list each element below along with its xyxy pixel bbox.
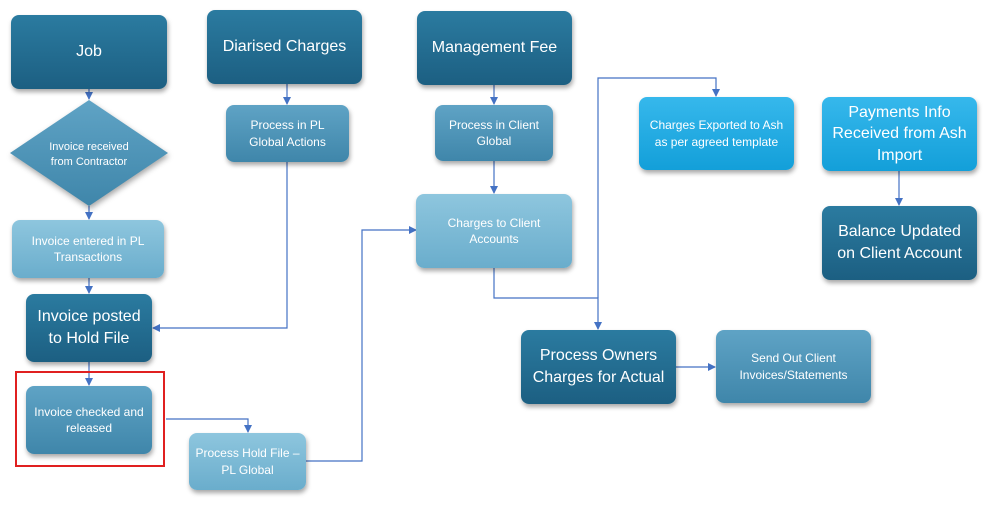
node-invoice-entered: Invoice entered in PL Transactions xyxy=(12,220,164,278)
node-process-owners-charges: Process Owners Charges for Actual xyxy=(521,330,676,404)
node-diarised-charges-label: Diarised Charges xyxy=(222,38,347,56)
node-diarised-charges: Diarised Charges xyxy=(207,10,362,84)
node-invoice-posted-label: Invoice posted to Hold File xyxy=(37,308,141,347)
node-payments-info-label: Payments Info Received from Ash Import xyxy=(832,103,967,164)
arrow-hold-file-to-client-accounts xyxy=(306,226,417,462)
node-job: Job xyxy=(11,15,167,89)
node-charges-to-client-accounts: Charges to Client Accounts xyxy=(416,194,572,268)
highlight-rectangle xyxy=(15,371,165,467)
node-charges-exported: Charges Exported to Ash as per agreed te… xyxy=(639,97,794,170)
node-process-pl-global-actions: Process in PL Global Actions xyxy=(226,105,349,162)
node-invoice-received-label: Invoice received from Contractor xyxy=(49,141,129,168)
node-job-label: Job xyxy=(76,43,102,61)
node-process-client-global-label: Process in Client Global xyxy=(448,117,540,148)
node-send-out-invoices: Send Out Client Invoices/Statements xyxy=(716,330,871,403)
arrow-pl-global-to-posted xyxy=(152,162,288,332)
node-invoice-checked-label: Invoice checked and released xyxy=(34,404,144,435)
node-process-owners-charges-label: Process Owners Charges for Actual xyxy=(532,347,665,386)
node-process-client-global: Process in Client Global xyxy=(435,105,553,161)
node-balance-updated-label: Balance Updated on Client Account xyxy=(837,223,962,262)
node-charges-exported-label: Charges Exported to Ash as per agreed te… xyxy=(649,118,784,149)
node-process-hold-file-label: Process Hold File – PL Global xyxy=(195,446,300,477)
node-payments-info: Payments Info Received from Ash Import xyxy=(822,97,977,171)
arrow-checked-to-hold-file xyxy=(166,418,252,433)
node-process-hold-file: Process Hold File – PL Global xyxy=(189,433,306,490)
node-management-fee: Management Fee xyxy=(417,11,572,85)
node-balance-updated: Balance Updated on Client Account xyxy=(822,206,977,280)
node-management-fee-label: Management Fee xyxy=(431,39,558,57)
node-charges-to-client-accounts-label: Charges to Client Accounts xyxy=(447,215,541,246)
decision-diamond xyxy=(10,100,168,206)
node-invoice-received: Invoice received from Contractor xyxy=(39,122,139,188)
arrow-to-charges-exported xyxy=(597,77,720,298)
node-process-pl-global-actions-label: Process in PL Global Actions xyxy=(249,118,326,149)
node-send-out-invoices-label: Send Out Client Invoices/Statements xyxy=(739,351,848,382)
node-invoice-posted: Invoice posted to Hold File xyxy=(26,294,152,362)
node-invoice-entered-label: Invoice entered in PL Transactions xyxy=(31,233,145,264)
arrow-accounts-to-owners xyxy=(493,268,602,330)
node-invoice-checked: Invoice checked and released xyxy=(26,386,152,454)
